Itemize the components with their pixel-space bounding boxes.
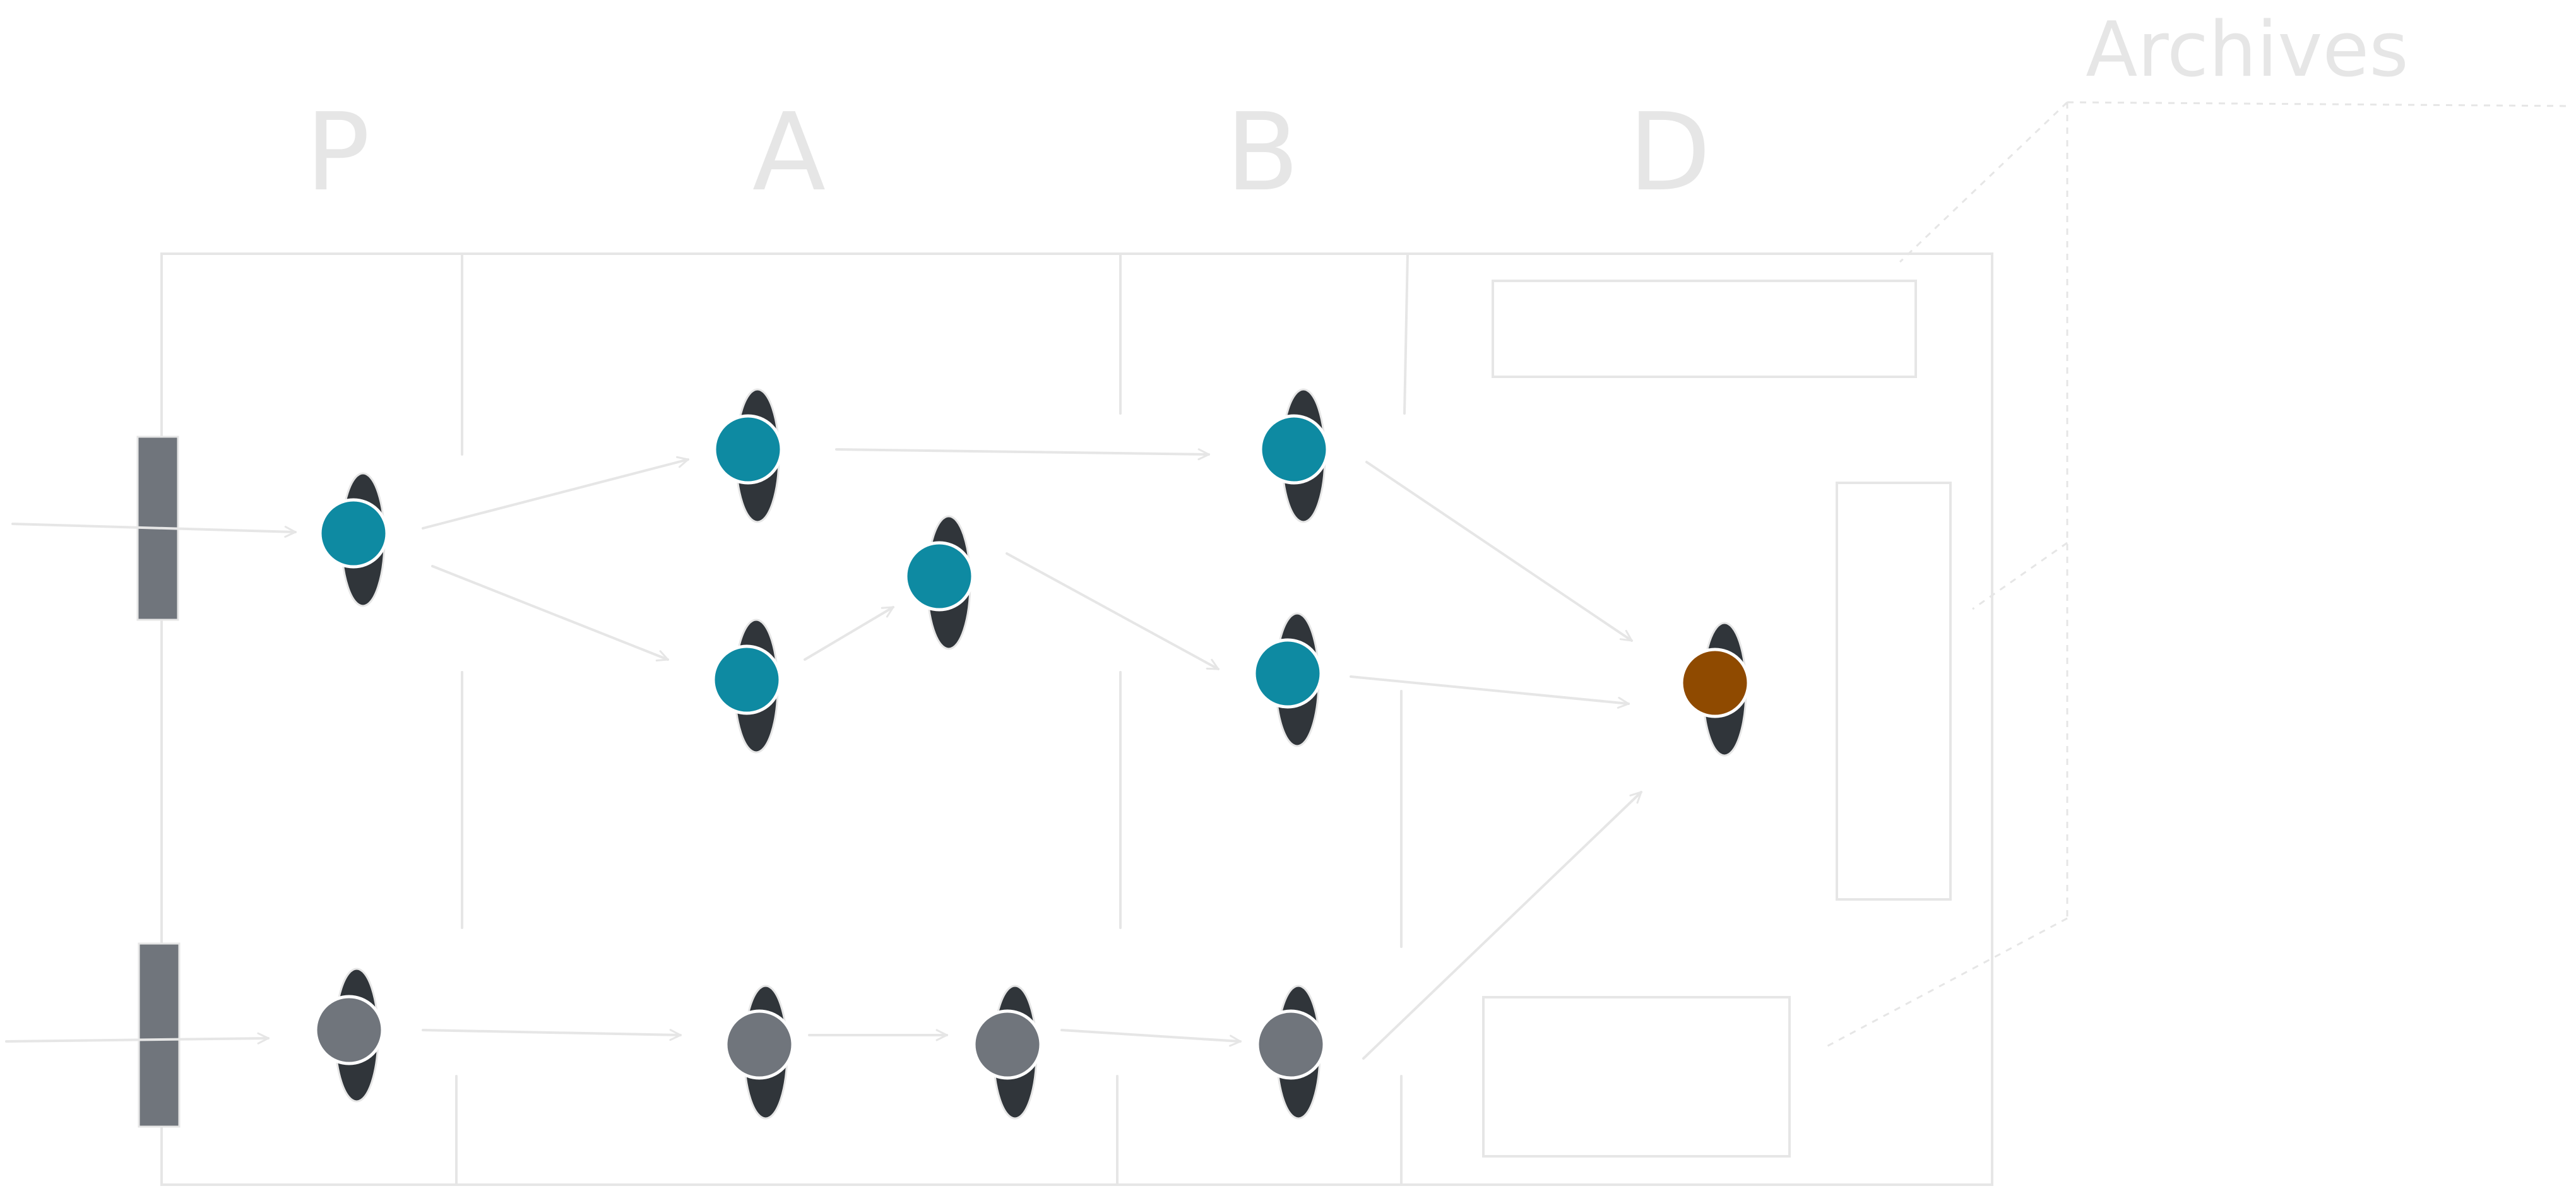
node-a-middle[interactable] (711, 619, 782, 754)
column-label-d: D (1629, 90, 1711, 215)
node-p-top[interactable] (318, 472, 389, 607)
column-label-p: P (306, 90, 371, 215)
archives-region (1824, 101, 2570, 1049)
person-node-icon (724, 1009, 795, 1080)
person-node-icon (711, 644, 782, 715)
node-d[interactable] (1680, 622, 1750, 757)
person-node-icon (904, 541, 975, 612)
node-b-top[interactable] (1259, 388, 1329, 523)
node-a-top[interactable] (713, 388, 783, 523)
pipeline-frame (160, 252, 1993, 1186)
storage-box-top (1492, 280, 1917, 378)
person-node-icon (713, 414, 783, 485)
person-node-icon (314, 995, 384, 1065)
column-label-a: A (752, 90, 826, 215)
archives-label: Archives (2086, 6, 2409, 94)
column-dividers (455, 252, 1409, 1186)
person-node-icon (318, 498, 389, 569)
node-p-bottom[interactable] (314, 968, 384, 1103)
person-node-icon (1259, 414, 1329, 485)
node-a2-bottom[interactable] (972, 985, 1043, 1120)
node-a-bottom[interactable] (724, 985, 795, 1120)
person-node-icon (972, 1009, 1043, 1080)
node-b-bottom[interactable] (1255, 985, 1326, 1120)
entry-bar-bottom (138, 942, 181, 1128)
column-label-b: B (1226, 90, 1300, 215)
storage-box-right (1836, 482, 1952, 901)
person-node-icon (1255, 1009, 1326, 1080)
node-b-middle[interactable] (1252, 612, 1323, 747)
person-node-icon (1680, 648, 1750, 718)
node-a-center[interactable] (904, 515, 975, 650)
person-node-icon (1252, 638, 1323, 709)
storage-box-bottom (1482, 996, 1791, 1158)
flow-arrows (5, 448, 1641, 1060)
